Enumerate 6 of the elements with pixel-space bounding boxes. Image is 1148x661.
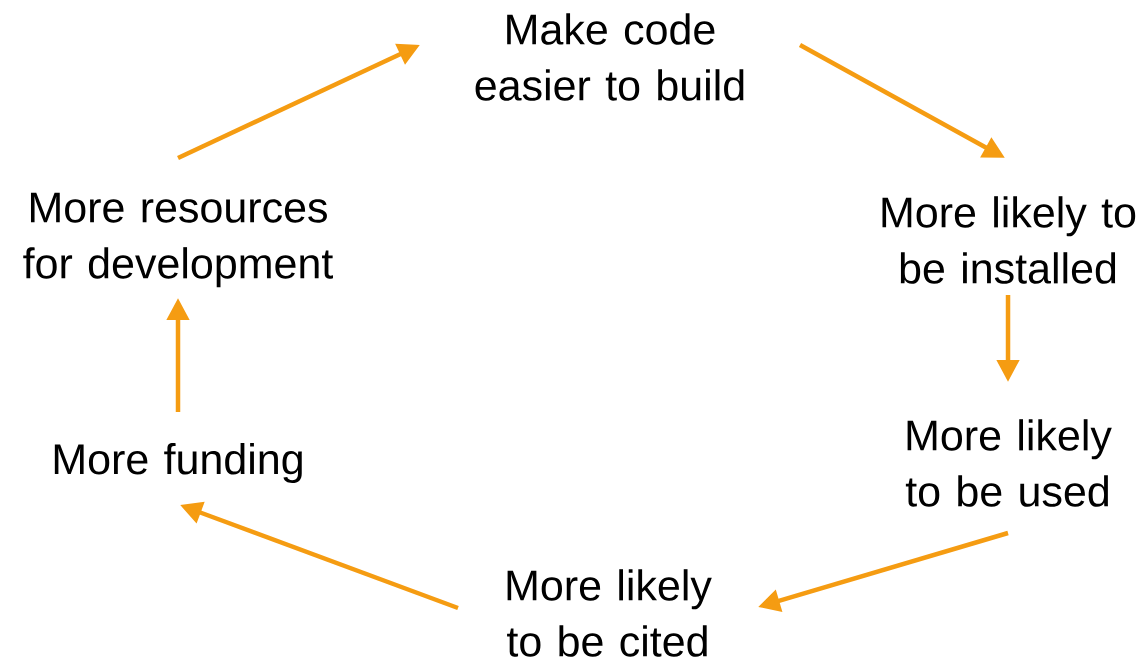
text-label: More likely to be installed [882,196,1136,284]
text-label: More likely to be cited [507,569,712,657]
text-label: More funding [54,442,302,484]
text-label: More likely to be used [905,419,1112,507]
text-label: Make code easier to build [475,13,744,101]
text-label: More resources for development [23,192,333,288]
